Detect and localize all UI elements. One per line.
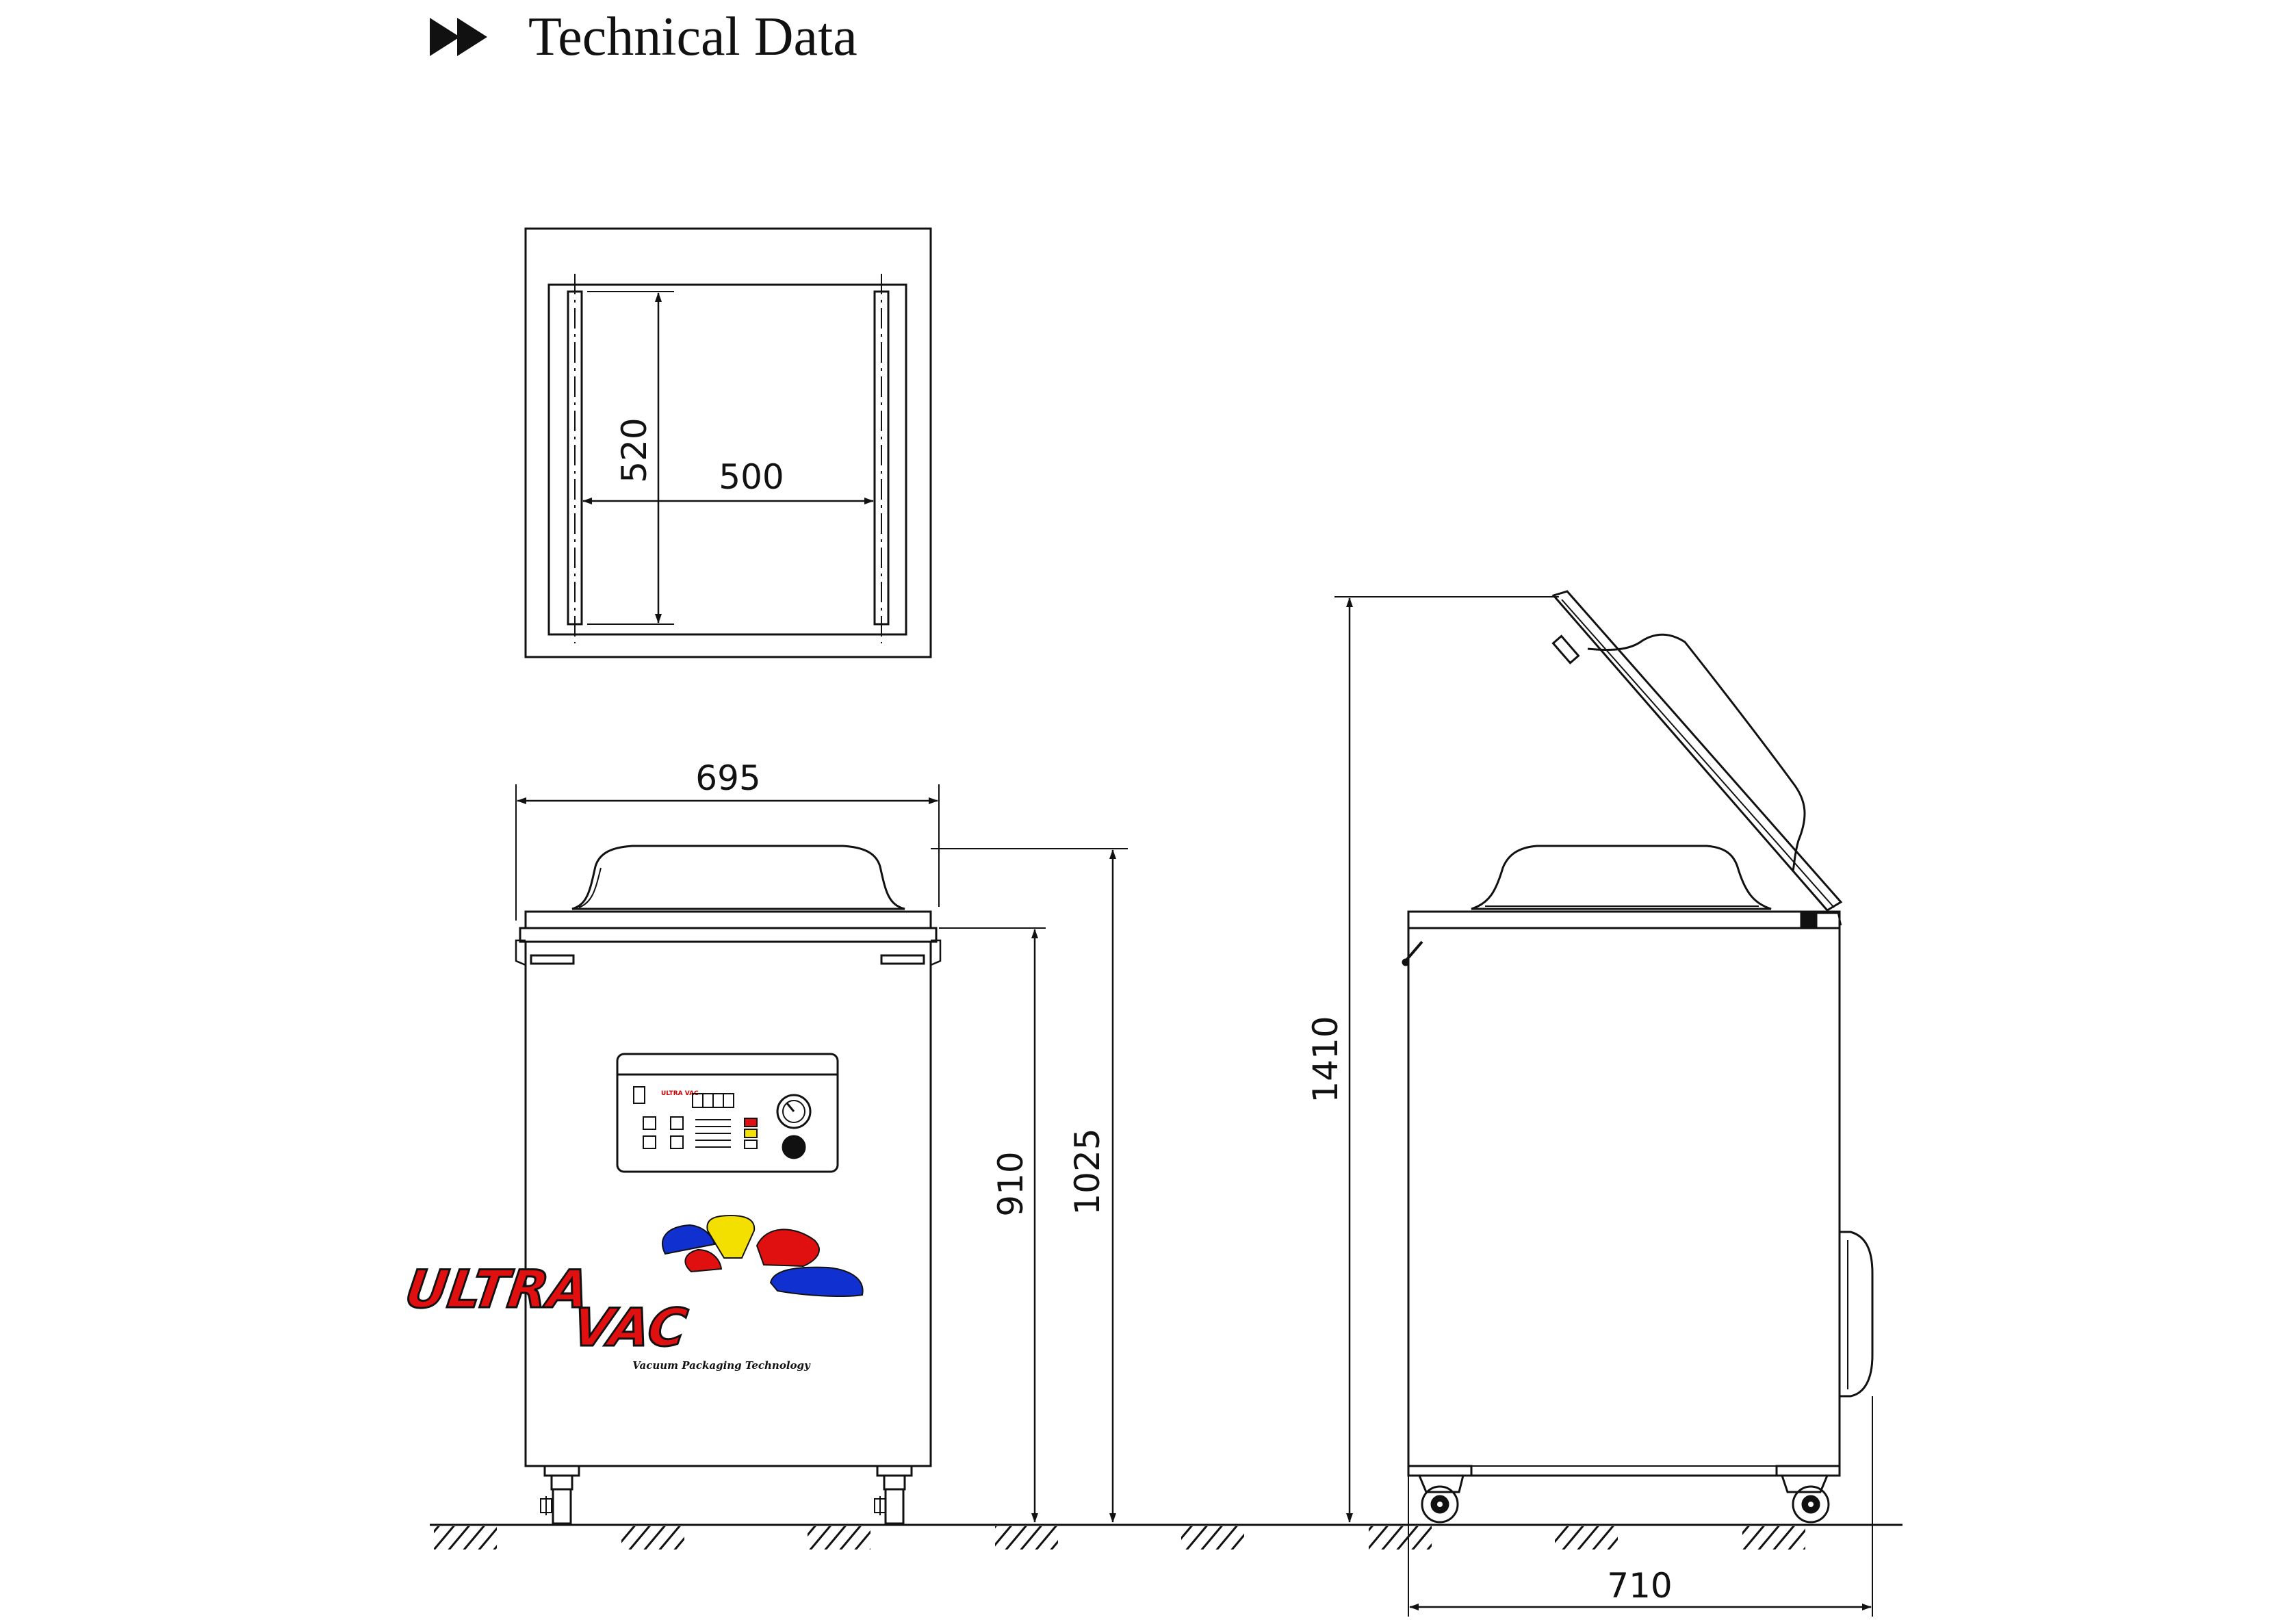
- logo-word-vac: VAC: [569, 1298, 691, 1359]
- open-lid: [1551, 590, 1843, 912]
- page-title: Technical Data: [528, 6, 857, 67]
- page-header: Technical Data: [430, 3, 857, 71]
- dim-chamber-depth: 520: [615, 417, 654, 483]
- front-view: 695 ULTRA VAC: [400, 758, 1128, 1525]
- vacuum-gauge: [776, 1094, 812, 1129]
- logo-fan-blue-left: [662, 1224, 716, 1255]
- floor-line: [430, 1523, 1902, 1550]
- dim-machine-depth: 710: [1607, 1566, 1672, 1606]
- logo-tagline: Vacuum Packaging Technology: [632, 1359, 811, 1372]
- ultravac-logo: ULTRA VAC Vacuum Packaging Technology: [400, 1214, 864, 1372]
- logo-word-ultra: ULTRA: [402, 1259, 593, 1320]
- dim-open-height: 1410: [1306, 1016, 1345, 1103]
- logo-fan-red-top: [756, 1229, 820, 1268]
- front-casters: [540, 1465, 913, 1525]
- dim-table-height: 910: [991, 1151, 1031, 1216]
- logo-fan-red-left: [684, 1248, 723, 1273]
- side-view: 1410: [1306, 590, 1874, 1617]
- stop-button: [782, 1135, 806, 1159]
- dim-chamber-width: 500: [719, 457, 784, 497]
- logo-fan-yellow: [706, 1214, 756, 1259]
- double-arrow-right-icon: [430, 18, 487, 56]
- control-panel: ULTRA VAC: [616, 1053, 839, 1173]
- dim-closed-height: 1025: [1068, 1128, 1107, 1215]
- logo-fan-blue-right: [769, 1266, 864, 1297]
- side-casters: [1407, 1465, 1841, 1523]
- dim-machine-width: 695: [695, 758, 760, 798]
- control-panel-brand: ULTRA VAC: [661, 1090, 699, 1097]
- top-view: 520 500: [524, 227, 932, 658]
